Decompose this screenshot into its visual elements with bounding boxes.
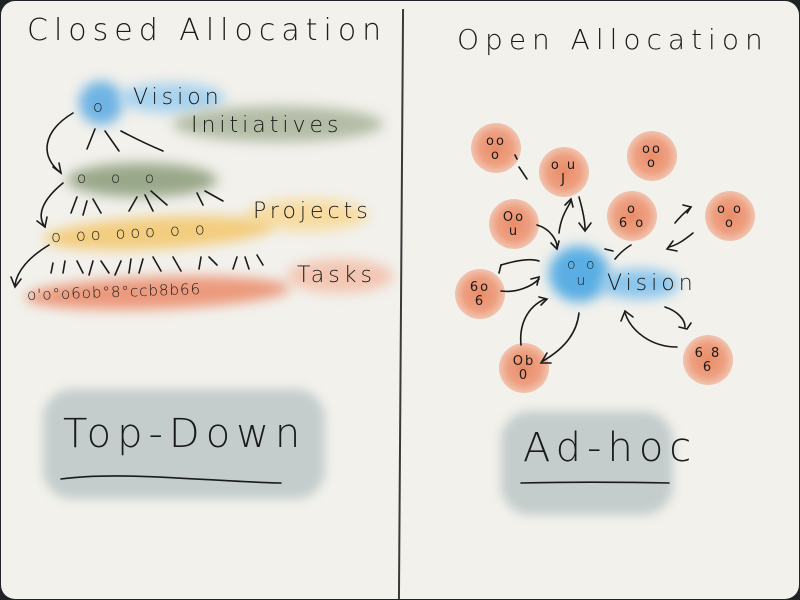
- vision-label: Vision: [133, 85, 223, 110]
- center-vision-label-wash: [599, 269, 679, 299]
- ad-hoc-wash: [501, 411, 673, 515]
- vision-wash: [79, 81, 123, 125]
- person-face-9: 6 8 6: [683, 335, 733, 385]
- panel-divider: [397, 9, 404, 599]
- person-face-6: o o o: [705, 191, 755, 241]
- tasks-label: Tasks: [297, 263, 376, 288]
- person-face-7: 6o 6: [455, 269, 505, 319]
- open-allocation-title: Open Allocation: [457, 23, 769, 56]
- top-down-label: Top-Down: [63, 411, 307, 457]
- center-vision-label: Vision: [607, 271, 697, 296]
- person-face-8: Ob 0: [499, 343, 549, 393]
- initiatives-label: Initiatives: [191, 113, 343, 138]
- person-face-2: o u J: [539, 147, 589, 197]
- person-face-4: Oo u: [489, 199, 539, 249]
- vision-node: o: [93, 97, 106, 116]
- person-face-3: oo o: [627, 131, 677, 181]
- center-vision-wash: [549, 246, 609, 302]
- tasks-label-wash: [287, 259, 393, 293]
- closed-allocation-title: Closed Allocation: [27, 13, 388, 48]
- initiatives-row-wash: [67, 163, 217, 197]
- person-face-1: oo o: [471, 123, 521, 173]
- initiative-nodes: o o o: [77, 169, 165, 187]
- ad-hoc-label: Ad-hoc: [523, 425, 698, 471]
- person-face-5: o 6 o: [607, 191, 657, 241]
- projects-label: Projects: [253, 199, 372, 224]
- initiatives-wash: [173, 106, 383, 142]
- center-vision-face: o o u: [567, 257, 598, 289]
- vision-label-wash: [119, 83, 225, 113]
